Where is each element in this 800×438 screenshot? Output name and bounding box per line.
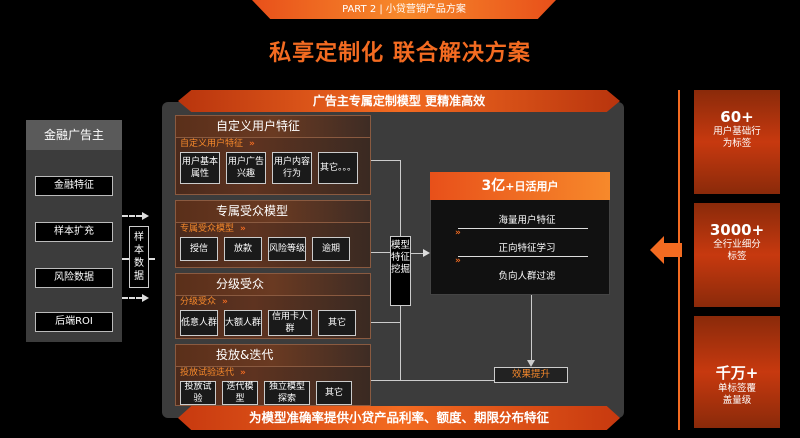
section-tiered-audience: 分级受众 分级受众» 低意人群 大额人群 信用卡人群 其它 [175,273,371,339]
section-sub-label: 自定义用户特征» [180,139,255,149]
connector-line [371,380,494,381]
connector-line [371,160,401,161]
daily-users-title: 3亿+日活用户 [430,172,610,200]
stat-behavior-tags: 60+ 用户基础行为标签 [694,90,780,194]
chip: 逾期 [312,237,350,261]
arrow-right-icon [423,249,430,257]
advertiser-title: 金融广告主 [26,120,122,150]
left-item-risk-data: 风险数据 [35,268,113,288]
chevron-double-right-icon: » [240,368,246,378]
arrow-left-icon [650,236,664,264]
chevron-double-right-icon: » [222,297,228,307]
page-title: 私享定制化 联合解决方案 [269,41,531,66]
arrow-right-icon [142,294,149,302]
part-tab: PART 2 | 小贷营销产品方案 [252,0,556,19]
connector-line [371,322,401,323]
chip: 用户基本属性 [180,152,220,184]
connector-line [411,253,425,254]
chip: 用户广告兴趣 [226,152,266,184]
sample-data-box: 样本数据 [129,226,149,288]
section-delivery-iteration: 投放&迭代 投放试验迭代» 投放试验 迭代模型 独立模型探索 其它 [175,344,371,406]
stat-number: 3000+ [709,221,765,239]
user-feature-item: 海量用户特征 [498,215,556,226]
arrow-down-icon [527,360,535,367]
section-sub-label: 投放试验迭代» [180,368,246,378]
top-banner: 广告主专属定制模型 更精准高效 [178,90,620,112]
dashed-connector [122,297,142,299]
chevron-double-right-icon: » [240,224,246,234]
chip: 授信 [180,237,218,261]
stat-description: 单标签覆盖量级 [717,383,756,406]
connector-line [371,252,390,253]
stat-number: 千万+ [715,364,759,382]
divider [458,228,588,229]
chevron-double-right-icon: » [249,139,255,149]
chip: 独立模型探索 [264,381,310,405]
bracket-line [678,90,684,430]
section-audience-model: 专属受众模型 专属受众模型» 授信 放款 风险等级 逾期 [175,200,371,268]
dashed-connector [149,258,155,260]
section-sub-label: 专属受众模型» [180,224,246,234]
arrow-left-body [662,243,682,257]
chip: 用户内容行为 [272,152,312,184]
chip: 其它 [316,381,352,405]
section-title: 专属受众模型 [176,201,370,223]
chip: 信用卡人群 [268,310,312,336]
stat-industry-tags: 3000+ 全行业细分标签 [694,203,780,307]
left-item-backend-roi: 后端ROI [35,312,113,332]
user-feature-item: 负向人群过滤 [498,271,556,282]
stat-coverage: 千万+ 单标签覆盖量级 [694,316,780,428]
chip: 迭代模型 [222,381,258,405]
stat-number: 60+ [720,108,754,126]
chevron-double-down-icon: » [455,228,461,238]
dashed-connector [122,215,142,217]
connector-line [400,306,401,380]
arrow-right-icon [142,212,149,220]
section-title: 分级受众 [176,274,370,296]
divider [458,256,588,257]
dashed-connector [122,258,130,260]
model-mining-box: 模型特征挖掘 [390,236,411,306]
chip: 其它 [318,310,356,336]
stat-description: 用户基础行为标签 [713,126,761,149]
stat-description: 全行业细分标签 [713,239,761,262]
connector-line [400,160,401,236]
chevron-double-down-icon: » [455,256,461,266]
effect-boost-box: 效果提升 [494,367,568,383]
bottom-banner: 为模型准确率提供小贷产品利率、额度、期限分布特征 [178,406,620,430]
section-title: 自定义用户特征 [176,116,370,138]
section-custom-features: 自定义用户特征 自定义用户特征» 用户基本属性 用户广告兴趣 用户内容行为 其它… [175,115,371,195]
chip: 低意人群 [180,310,218,336]
connector-line [531,295,532,361]
section-title: 投放&迭代 [176,345,370,367]
left-item-sample-expand: 样本扩充 [35,222,113,242]
chip: 风险等级 [268,237,306,261]
chip: 放款 [224,237,262,261]
chip: 大额人群 [224,310,262,336]
user-feature-item: 正向特征学习 [498,243,556,254]
section-sub-label: 分级受众» [180,297,228,307]
left-item-finance-feature: 金融特征 [35,176,113,196]
chip: 其它。。。 [318,152,358,184]
chip: 投放试验 [180,381,216,405]
